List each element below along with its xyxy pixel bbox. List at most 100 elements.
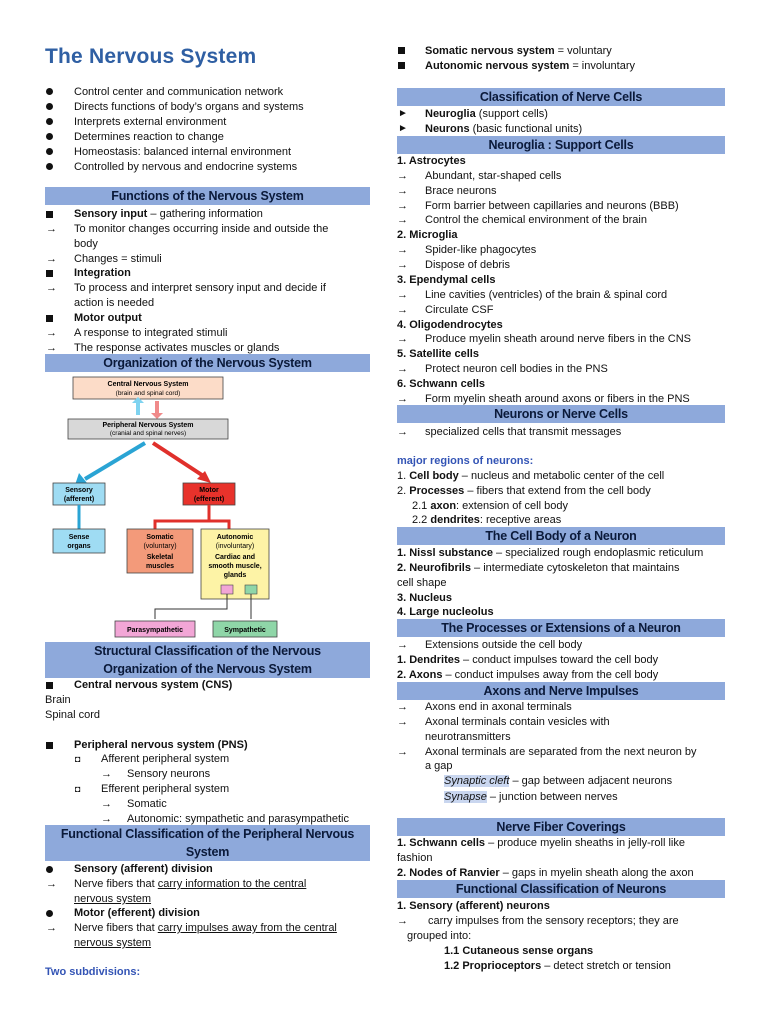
- cord-item: Spinal cord: [45, 709, 101, 721]
- somatic-sub: (voluntary): [143, 543, 176, 550]
- arrow-icon: →: [46, 253, 57, 265]
- cns-sub: (brain and spinal cord): [116, 390, 181, 397]
- astrocytes-title: 1. Astrocytes: [397, 155, 466, 167]
- functional-neurons-header: Functional Classification of Neurons: [397, 880, 725, 898]
- intro-item: Interprets external environment: [74, 116, 227, 128]
- arrow-icon: →: [46, 223, 57, 235]
- auto-target-3: glands: [224, 572, 247, 579]
- schwann-title: 6. Schwann cells: [397, 378, 486, 390]
- astro-item: Control the chemical environment of the …: [425, 214, 647, 226]
- stimuli-line: Changes = stimuli: [74, 253, 162, 265]
- neurons-desc: specialized cells that transmit messages: [425, 426, 622, 438]
- sensory-detail-cont: body: [74, 238, 98, 250]
- sensory-division-detail-cont: nervous system: [74, 893, 152, 905]
- micro-item: Spider-like phagocytes: [425, 244, 537, 256]
- cell-body-line: 1. Cell body – nucleus and metabolic cen…: [397, 470, 665, 482]
- sensory-detail: To monitor changes occurring inside and …: [74, 223, 329, 235]
- astro-item: Form barrier between capillaries and neu…: [425, 200, 679, 212]
- pns-title: Peripheral Nervous System: [102, 422, 193, 429]
- microglia-title: 2. Microglia: [397, 229, 458, 241]
- square-bullet-icon: [46, 211, 53, 218]
- bullet-icon: [46, 133, 53, 140]
- structural-header-line1: Structural Classification of the Nervous: [94, 644, 321, 658]
- impulses-item: Axons end in axonal terminals: [425, 701, 572, 713]
- neurons-line: Neurons (basic functional units): [425, 123, 583, 135]
- impulses-header: Axons and Nerve Impulses: [397, 682, 725, 700]
- processes-desc: Extensions outside the cell body: [425, 639, 583, 651]
- arrow-icon: →: [397, 701, 408, 713]
- classification-header: Classification of Nerve Cells: [397, 88, 725, 106]
- schwann-coverings-cont: fashion: [397, 852, 433, 864]
- neurons-header: Neurons or Nerve Cells: [397, 405, 725, 423]
- functional-pns-header-line2: System: [185, 845, 230, 859]
- intro-item: Controlled by nervous and endocrine syst…: [74, 161, 298, 173]
- integration-detail-cont: action is needed: [74, 297, 155, 309]
- micro-item: Dispose of debris: [425, 259, 510, 271]
- sensory-division-detail: Nerve fibers that carry information to t…: [74, 878, 307, 890]
- arrow-icon: →: [101, 768, 112, 780]
- neurofibrils-cont: cell shape: [397, 577, 447, 589]
- square-bullet-icon: [398, 62, 405, 69]
- motor-division: Motor (efferent) division: [74, 907, 200, 919]
- bullet-icon: [46, 866, 53, 873]
- square-bullet-icon: [46, 682, 53, 689]
- astro-item: Brace neurons: [425, 185, 497, 197]
- sensory-box-sub: (afferent): [64, 496, 94, 503]
- autonomic-system-line: Autonomic nervous system = involuntary: [425, 60, 635, 72]
- arrow-icon: →: [397, 746, 408, 758]
- motor-detail-2: The response activates muscles or glands: [74, 342, 280, 354]
- bullet-icon: [46, 163, 53, 170]
- oligo-title: 4. Oligodendrocytes: [397, 319, 503, 331]
- pns-sub: (cranial and spinal nerves): [110, 430, 186, 437]
- bullet-icon: [46, 103, 53, 110]
- diamond-bullet-icon: ◘: [75, 784, 81, 794]
- two-subdivisions-label: Two subdivisions:: [45, 966, 141, 978]
- nucleolus-line: 4. Large nucleolus: [397, 606, 494, 618]
- brain-item: Brain: [45, 694, 71, 706]
- astro-item: Abundant, star-shaped cells: [425, 170, 562, 182]
- arrow-icon: →: [101, 798, 112, 810]
- somatic-target-2: muscles: [146, 563, 174, 570]
- arrow-icon: →: [397, 214, 408, 226]
- integration-title: Integration: [74, 267, 131, 279]
- bullet-icon: [46, 148, 53, 155]
- intro-item: Control center and communication network: [74, 86, 284, 98]
- square-bullet-icon: [46, 270, 53, 277]
- nervous-system-diagram: Central Nervous System (brain and spinal…: [45, 371, 370, 643]
- arrow-icon: →: [397, 244, 408, 256]
- motor-detail: A response to integrated stimuli: [74, 327, 228, 339]
- motor-title: Motor output: [74, 312, 142, 324]
- sense-box-sub: organs: [67, 543, 90, 550]
- impulses-item: Axonal terminals are separated from the …: [425, 746, 697, 758]
- structural-header: Structural Classification of the Nervous…: [45, 642, 370, 678]
- auto-sub: (involuntary): [216, 543, 255, 550]
- integration-detail: To process and interpret sensory input a…: [74, 282, 326, 294]
- major-regions-label: major regions of neurons:: [397, 455, 534, 467]
- sensory-neurons-title: 1. Sensory (afferent) neurons: [397, 900, 550, 912]
- para-label: Parasympathetic: [127, 627, 183, 634]
- epen-item: Line cavities (ventricles) of the brain …: [425, 289, 668, 301]
- dendrites-line: 2.2 dendrites: receptive areas: [412, 514, 562, 526]
- arrow-icon: →: [397, 185, 408, 197]
- motor-box-sub: (efferent): [194, 496, 224, 503]
- sat-item: Protect neuron cell bodies in the PNS: [425, 363, 608, 375]
- intro-item: Homeostasis: balanced internal environme…: [74, 146, 292, 158]
- ranvier-line: 2. Nodes of Ranvier – gaps in myelin she…: [397, 867, 694, 879]
- neurofibrils-line: 2. Neurofibrils – intermediate cytoskele…: [397, 562, 680, 574]
- structural-header-line2: Organization of the Nervous System: [103, 662, 312, 676]
- axons-conduct-line: 2. Axons – conduct impulses away from th…: [397, 669, 659, 681]
- neuroglia-line: Neuroglia (support cells): [425, 108, 548, 120]
- square-bullet-icon: [398, 47, 405, 54]
- coverings-header: Nerve Fiber Coverings: [397, 818, 725, 836]
- functional-pns-header-line1: Functional Classification of the Periphe…: [60, 827, 355, 841]
- auto-target-2: smooth muscle,: [208, 563, 261, 570]
- sensory-box-title: Sensory: [65, 487, 93, 494]
- synapse-line: Synapse – junction between nerves: [444, 791, 618, 803]
- arrow-icon: →: [397, 363, 408, 375]
- processes-header: The Processes or Extensions of a Neuron: [397, 619, 725, 637]
- nissl-line: 1. Nissl substance – specialized rough e…: [397, 547, 704, 559]
- arrow-icon: →: [46, 878, 57, 890]
- arrow-icon: →: [397, 200, 408, 212]
- dendrites-conduct-line: 1. Dendrites – conduct impulses toward t…: [397, 654, 659, 666]
- arrow-icon: →: [397, 716, 408, 728]
